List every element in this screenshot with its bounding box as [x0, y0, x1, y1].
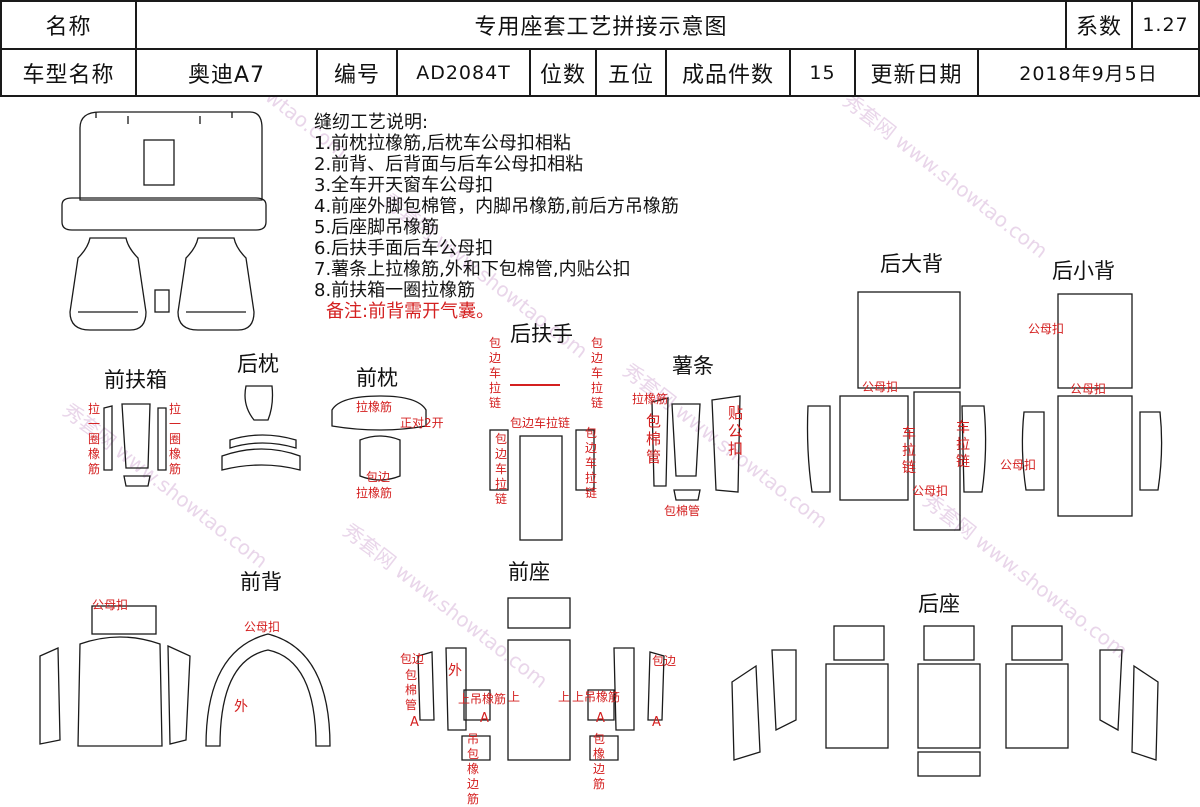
note-item: 1.前枕拉橡筋,后枕车公母扣相粘 — [314, 133, 571, 154]
annotation: 包棉管 — [646, 412, 662, 466]
section-rear-seat: 后座 — [918, 592, 960, 616]
annotation: 正对2开 — [400, 416, 444, 430]
annotation: 包棉管 — [404, 668, 417, 712]
annotation: 包边 — [400, 652, 425, 666]
section-rear-armrest: 后扶手 — [510, 322, 573, 346]
note-item: 7.薯条上拉橡筋,外和下包棉管,内贴公扣 — [314, 259, 631, 280]
rear-big-back-pieces — [806, 291, 987, 531]
annotation: 公母扣 — [244, 620, 281, 634]
seats-value: 五位 — [595, 48, 667, 97]
annotation: 包边 — [652, 654, 677, 668]
annotation: 包橡边筋 — [592, 732, 605, 791]
note-item: 6.后扶手面后车公母扣 — [314, 238, 494, 259]
date-value: 2018年9月5日 — [977, 48, 1200, 97]
annotation: 贴公扣 — [728, 404, 744, 458]
annotation: 拉橡筋 — [356, 486, 393, 500]
annotation: 外 — [448, 663, 462, 679]
front-armrest-box-pieces — [103, 403, 167, 487]
annotation: 拉橡筋 — [356, 400, 393, 414]
annotation: 包边车拉链 — [584, 426, 597, 500]
name-label: 名称 — [0, 0, 137, 50]
fries-pieces — [651, 395, 741, 501]
section-rear-small-back: 后小背 — [1052, 259, 1115, 283]
front-back-pieces — [39, 605, 331, 747]
annotation: 拉一圈橡筋 — [87, 402, 100, 476]
annotation: 公母扣 — [1070, 382, 1107, 396]
annotation: 公母扣 — [862, 380, 899, 394]
annotation: 拉一圈橡筋 — [168, 402, 181, 476]
code-value: AD2084T — [396, 48, 531, 97]
section-front-armrest-box: 前扶箱 — [104, 368, 167, 392]
annotation: 包边车拉链 — [488, 336, 501, 410]
annotation: 公母扣 — [1000, 458, 1037, 472]
note-item: 8.前扶箱一圈拉橡筋 — [314, 280, 476, 301]
pieces-value: 15 — [789, 48, 856, 97]
annotation: 公母扣 — [1028, 322, 1065, 336]
annotation: 上 — [558, 690, 571, 704]
annotation: A — [480, 711, 489, 726]
note-item: 2.前背、后背面与后车公母扣相粘 — [314, 154, 584, 175]
annotation: A — [410, 715, 419, 730]
sewing-notes: 缝纫工艺说明: 1.前枕拉橡筋,后枕车公母扣相粘 2.前背、后背面与后车公母扣相… — [314, 112, 679, 322]
annotation: A — [652, 715, 661, 730]
section-rear-big-back: 后大背 — [880, 252, 943, 276]
car-overview — [61, 111, 267, 331]
notes-title: 缝纫工艺说明: — [314, 112, 429, 133]
section-front-back: 前背 — [240, 570, 282, 594]
section-front-seat: 前座 — [508, 560, 550, 584]
annotation: 拉橡筋 — [632, 392, 669, 406]
front-pillow-pieces — [331, 395, 427, 481]
annotation: 公母扣 — [912, 484, 949, 498]
annotation: 吊包橡边筋 — [466, 732, 479, 806]
annotation: A — [596, 711, 605, 726]
coef-value: 1.27 — [1131, 0, 1200, 50]
note-item: 4.前座外脚包棉管，内脚吊橡筋,前后方吊橡筋 — [314, 196, 679, 217]
annotation: 上 — [508, 690, 521, 704]
note-item: 3.全车开天窗车公母扣 — [314, 175, 494, 196]
annotation: 上吊橡筋 — [572, 690, 621, 704]
section-rear-pillow: 后枕 — [237, 352, 279, 376]
annotation: 包棉管 — [664, 504, 701, 518]
model-label: 车型名称 — [0, 48, 137, 97]
annotation: 外 — [234, 699, 248, 715]
annotation: 包边车拉链 — [510, 416, 571, 430]
annotation: 包边车拉链 — [590, 336, 603, 410]
annotation: 包边车拉链 — [494, 432, 507, 506]
pieces-label: 成品件数 — [665, 48, 791, 97]
section-fries: 薯条 — [672, 354, 714, 378]
front-seat-pieces — [417, 597, 665, 761]
annotation: 上吊橡筋 — [458, 692, 507, 706]
notes-remark: 备注:前背需开气囊。 — [326, 301, 495, 322]
rear-seat-pieces — [731, 625, 1159, 777]
rear-armrest-pieces — [489, 384, 595, 541]
annotation: 公母扣 — [92, 598, 129, 612]
code-label: 编号 — [316, 48, 398, 97]
rear-small-back-pieces — [1021, 293, 1163, 517]
annotation: 包边 — [366, 470, 391, 484]
seats-label: 位数 — [529, 48, 597, 97]
section-front-pillow: 前枕 — [356, 366, 398, 390]
rear-pillow-pieces — [221, 385, 301, 471]
note-item: 5.后座脚吊橡筋 — [314, 217, 440, 238]
annotation: 车拉链 — [902, 426, 916, 476]
header-table: 名称 专用座套工艺拼接示意图 系数 1.27 车型名称 奥迪A7 编号 AD20… — [0, 0, 1200, 97]
annotation: 车拉链 — [956, 420, 970, 470]
